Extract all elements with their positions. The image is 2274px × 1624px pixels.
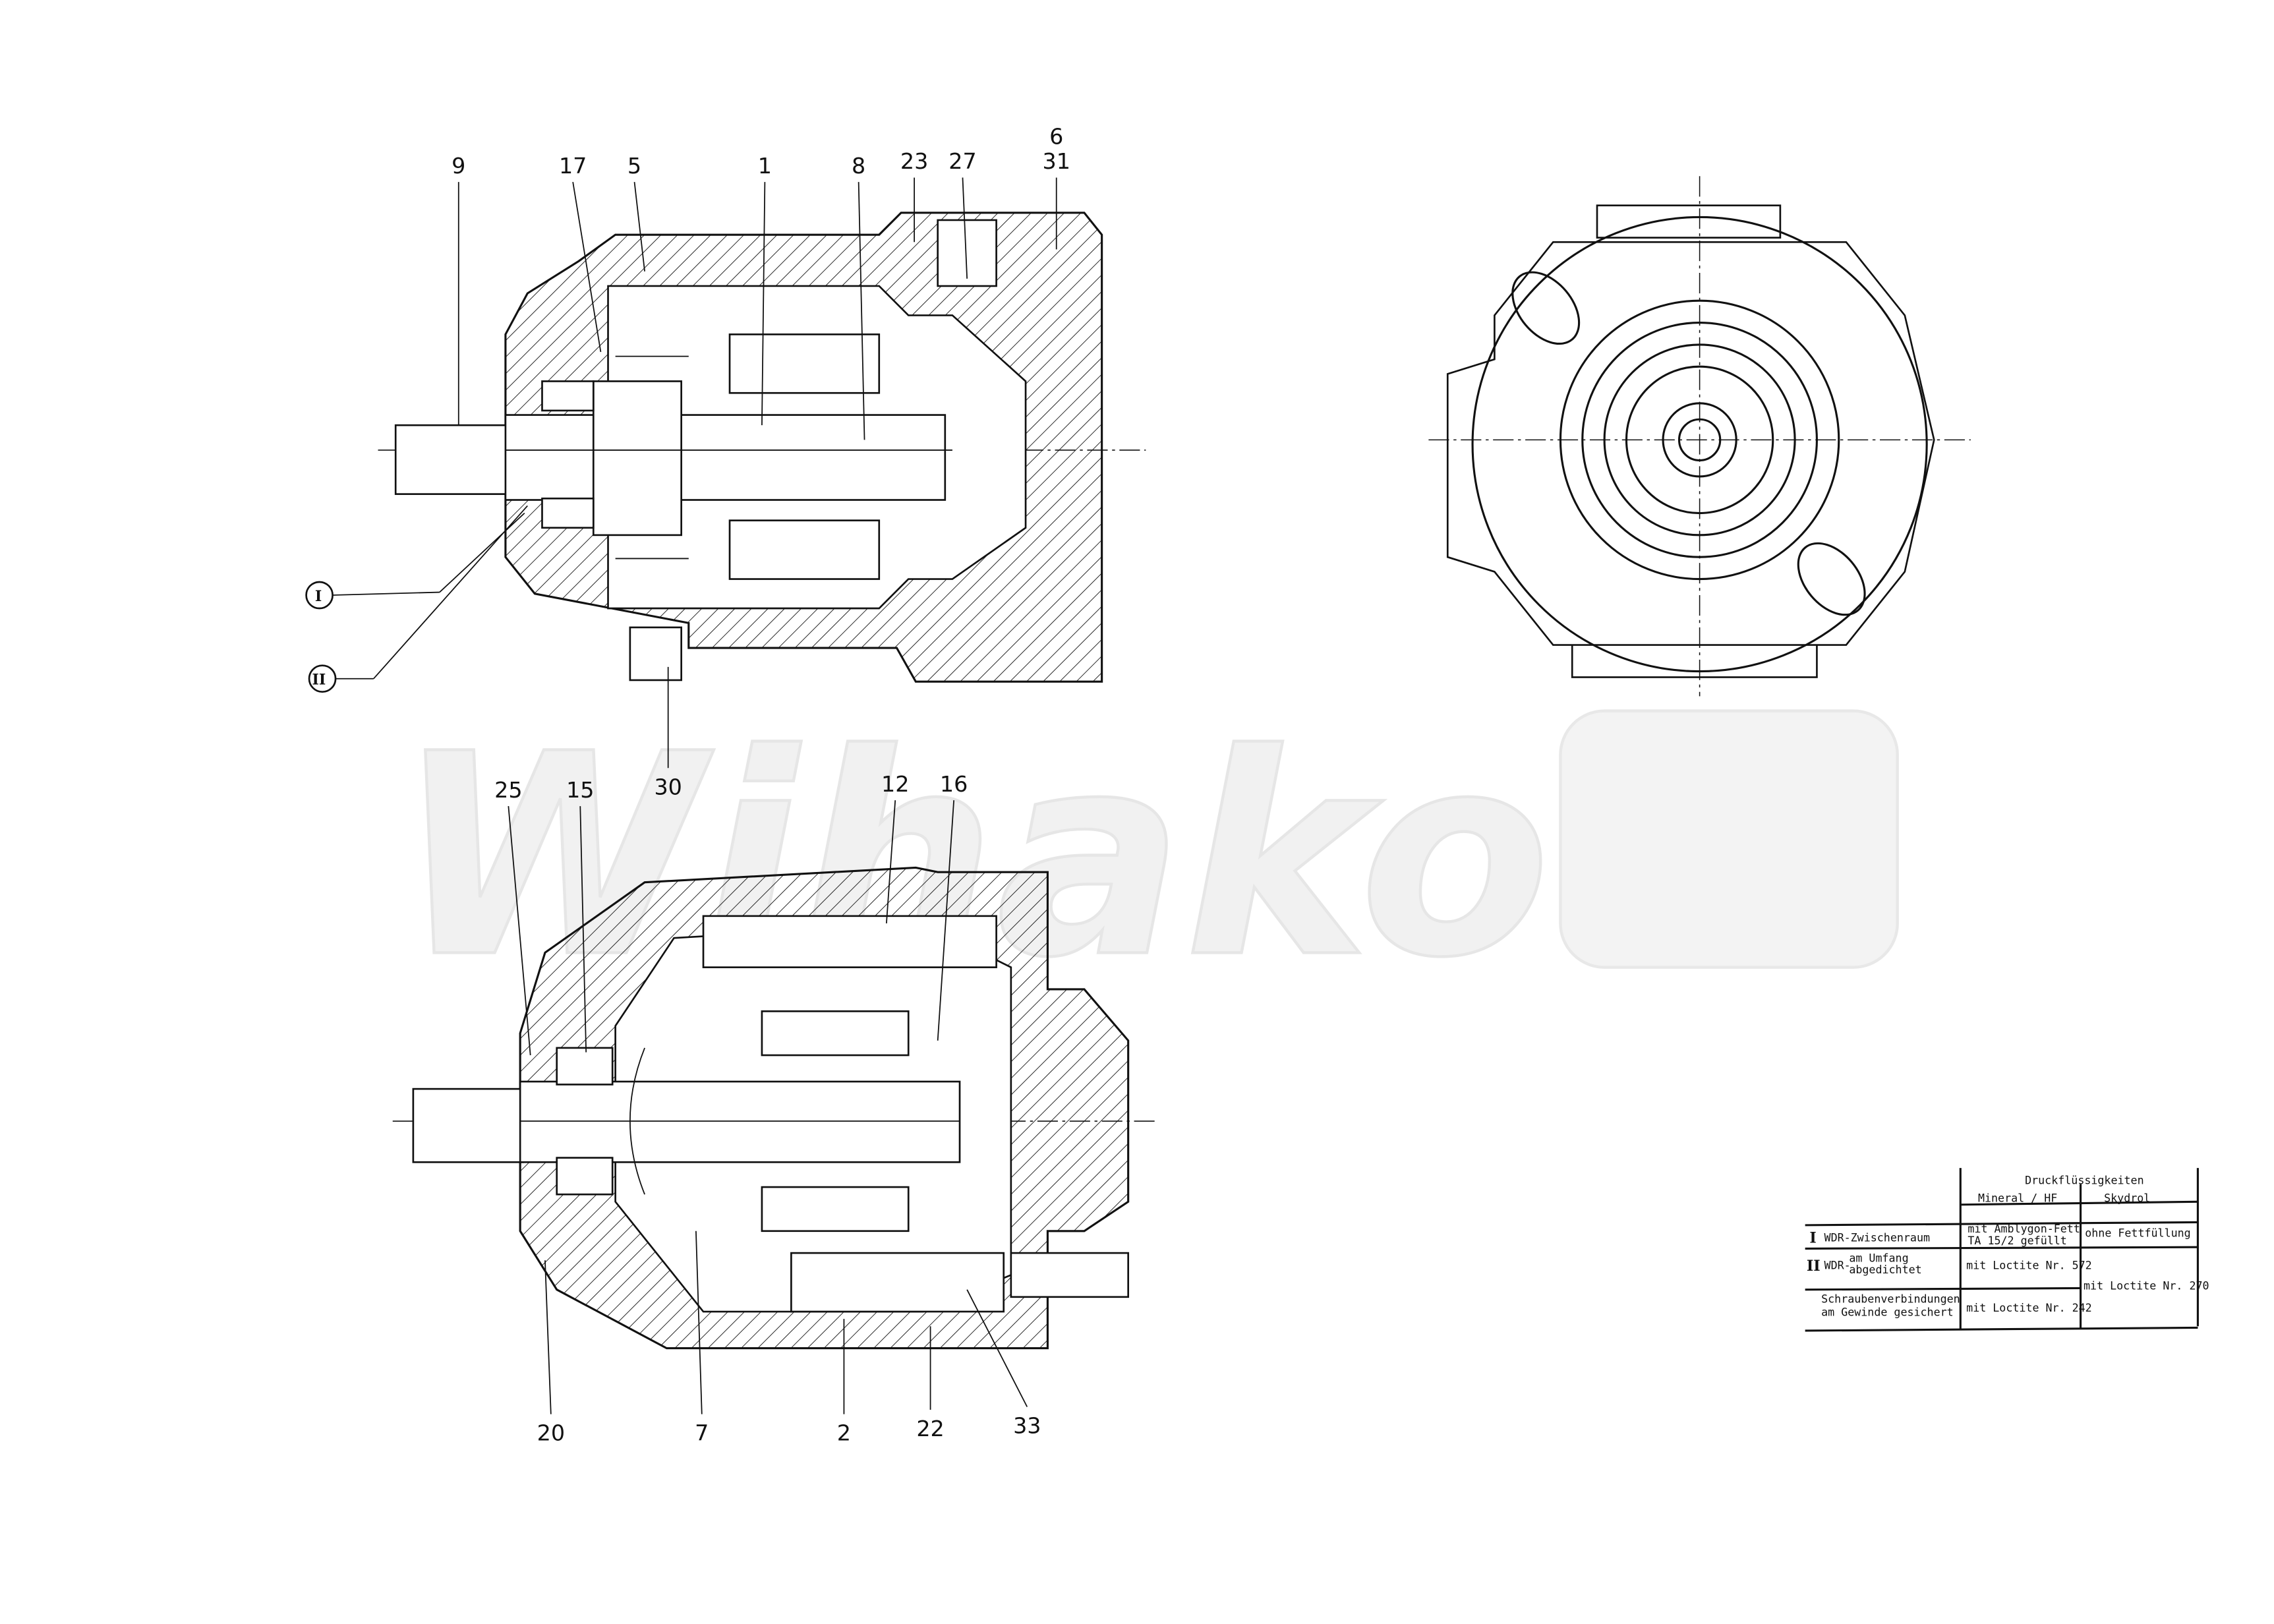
table-header: Druckflüssigkeiten xyxy=(2025,1174,2144,1187)
row-label: abgedichtet xyxy=(1849,1263,1921,1276)
part-label: 9 xyxy=(452,153,465,179)
part-label: 16 xyxy=(940,771,968,797)
top-view-labels: 9 17 5 1 8 23 27 6 31 30 I II xyxy=(305,123,1070,799)
cell: mit Loctite Nr. 572 xyxy=(1966,1260,2092,1272)
row-label: am Gewinde gesichert xyxy=(1821,1306,1954,1319)
part-label: 12 xyxy=(881,771,909,797)
part-label: 15 xyxy=(566,777,594,803)
part-label: 23 xyxy=(900,148,928,174)
cell: ohne Fettfüllung xyxy=(2085,1227,2190,1240)
bottom-section-view xyxy=(392,866,1158,1350)
part-label: 1 xyxy=(758,153,772,179)
part-label: 20 xyxy=(537,1420,565,1446)
row-label: Schraubenverbindungen xyxy=(1821,1293,1960,1306)
row-roman: II xyxy=(1807,1258,1821,1275)
cell: TA 15/2 gefüllt xyxy=(1968,1234,2066,1247)
row-label: WDR- xyxy=(1824,1260,1851,1272)
part-label: 25 xyxy=(494,777,522,803)
part-label: 31 xyxy=(1043,148,1070,174)
watermark-logo xyxy=(1559,709,1899,969)
part-label: 22 xyxy=(916,1416,944,1441)
part-label: 33 xyxy=(1013,1413,1041,1439)
part-label: 2 xyxy=(837,1420,851,1446)
part-label: 5 xyxy=(627,153,641,179)
callout-II: II xyxy=(312,672,326,689)
cell: mit Amblygon-Fett xyxy=(1968,1223,2080,1235)
part-label: 8 xyxy=(852,153,865,179)
cell: mit Loctite Nr. 270 xyxy=(2084,1280,2209,1292)
part-label: 17 xyxy=(559,153,587,179)
bottom-view-labels: 25 15 12 16 20 7 2 22 33 xyxy=(494,771,1041,1446)
row-roman: I xyxy=(1809,1230,1816,1247)
column-mineral: Mineral / HF xyxy=(1978,1192,2057,1204)
part-label: 7 xyxy=(695,1420,709,1446)
column-skydrol: Skydrol xyxy=(2104,1192,2150,1204)
cell: mit Loctite Nr. 242 xyxy=(1966,1302,2092,1314)
callout-I: I xyxy=(315,588,322,605)
end-view xyxy=(1428,176,1971,697)
top-section-view xyxy=(378,212,1146,683)
row-label: WDR-Zwischenraum xyxy=(1824,1231,1930,1244)
row-label: am Umfang xyxy=(1849,1252,1908,1264)
part-label: 30 xyxy=(654,774,682,799)
part-label: 27 xyxy=(948,148,976,174)
part-label: 6 xyxy=(1049,123,1063,149)
fluid-table: Druckflüssigkeiten Mineral / HF Skydrol … xyxy=(1805,1168,2209,1332)
